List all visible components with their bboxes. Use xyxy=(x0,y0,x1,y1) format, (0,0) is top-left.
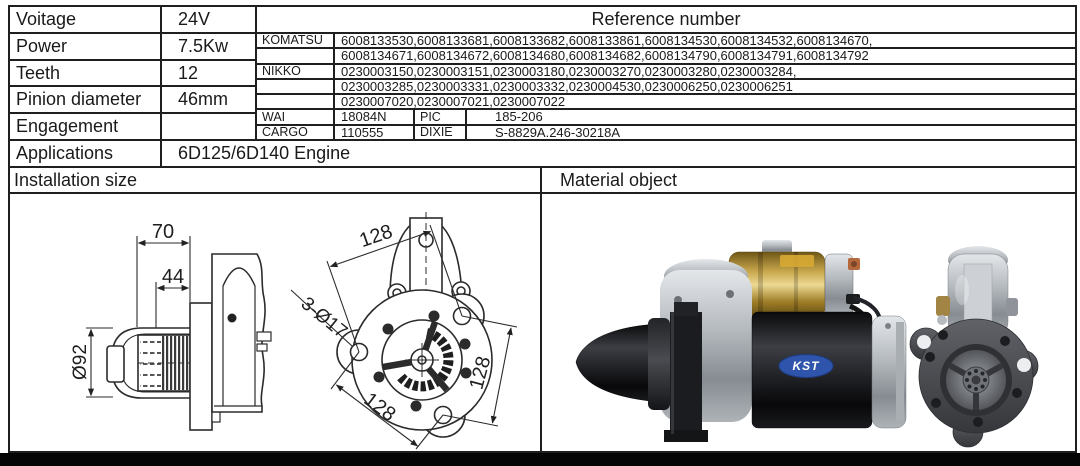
spec-value-pinion-diameter: 46mm xyxy=(178,89,229,109)
ref-brand-wai: WAI xyxy=(262,109,286,124)
dim-label-70: 70 xyxy=(152,221,174,243)
ref-number-pic: 185-206 xyxy=(495,109,543,124)
spec-label-engagement: Engagement xyxy=(16,116,119,136)
ref-number-dixie: S-8829A.246-30218A xyxy=(495,125,621,139)
side-view-drawing: 70 44 Ø92 xyxy=(70,221,272,431)
kst-logo-text: KST xyxy=(793,359,821,373)
spec-label-teeth: Teeth xyxy=(16,62,61,83)
spec-value-voltage: 24V xyxy=(178,9,211,29)
ref-brand-komatsu: KOMATSU xyxy=(262,33,323,47)
dim-label-d92: Ø92 xyxy=(70,344,91,380)
ref-numbers-row: 6008133530,6008133681,6008133682,6008133… xyxy=(341,33,873,47)
ref-number-wai: 18084N xyxy=(341,109,387,124)
ref-numbers-row: 0230003150,0230003151,0230003180,0230003… xyxy=(341,64,797,78)
bottom-black-strip xyxy=(0,453,1080,466)
spec-label-power: Power xyxy=(16,36,68,56)
spec-label-applications: Applications xyxy=(16,143,114,163)
ref-brand-nikko: NIKKO xyxy=(262,64,301,78)
table-border-line xyxy=(255,63,1077,65)
table-border-line xyxy=(333,32,335,141)
table-border-line xyxy=(8,85,257,87)
table-border-line xyxy=(8,192,1077,194)
spec-label-voltage: Voitage xyxy=(16,9,77,29)
dim-label-3d17: 3-Ø17 xyxy=(297,293,351,343)
front-view-drawing: 128 128 128 3-Ø17 xyxy=(290,212,518,450)
spec-value-power: 7.5Kw xyxy=(178,36,229,56)
table-border-line xyxy=(255,108,1077,110)
table-border-line xyxy=(1075,5,1077,453)
starter-motor-front-photo xyxy=(909,246,1039,448)
spec-value-teeth: 12 xyxy=(178,62,199,83)
table-border-line xyxy=(8,5,1077,7)
ref-number-cargo: 110555 xyxy=(341,125,384,139)
section-title-material-object: Material object xyxy=(560,169,678,190)
ref-numbers-row: 0230003285,0230003331,0230003332,0230004… xyxy=(341,79,793,93)
table-border-line xyxy=(8,139,1077,141)
table-border-line xyxy=(413,108,415,141)
spec-value-applications: 6D125/6D140 Engine xyxy=(178,143,351,163)
ref-brand-pic: PIC xyxy=(420,109,441,124)
table-border-line xyxy=(8,112,257,114)
table-border-line xyxy=(8,451,1077,453)
starter-motor-side-photo: KST xyxy=(575,240,907,442)
table-border-line xyxy=(8,166,1077,168)
material-object-photos: KST xyxy=(575,240,1039,448)
reference-number-title: Reference number xyxy=(591,9,741,29)
ref-numbers-row: 0230007020,0230007021,0230007022 xyxy=(341,94,566,108)
dim-label-128-a: 128 xyxy=(357,220,396,252)
table-border-line xyxy=(255,5,257,141)
installation-size-drawing: 70 44 Ø92 xyxy=(70,212,518,450)
section-title-installation-size: Installation size xyxy=(14,169,138,190)
ref-brand-cargo: CARGO xyxy=(262,125,308,139)
ref-brand-dixie: DIXIE xyxy=(420,125,453,139)
ref-numbers-row: 6008134671,6008134672,6008134680,6008134… xyxy=(341,48,869,63)
spec-label-pinion-diameter: Pinion diameter xyxy=(16,89,142,109)
table-border-line xyxy=(8,59,257,61)
table-border-line xyxy=(255,124,1077,126)
table-border-line xyxy=(8,32,1077,34)
table-border-line xyxy=(255,47,1077,49)
table-border-line xyxy=(8,5,10,453)
table-border-line xyxy=(255,78,1077,80)
table-border-line xyxy=(255,93,1077,95)
spec-value-engagement xyxy=(178,114,252,139)
table-border-line xyxy=(160,5,162,168)
table-border-line xyxy=(540,166,542,453)
dim-label-44: 44 xyxy=(162,266,184,288)
table-border-line xyxy=(465,108,467,141)
